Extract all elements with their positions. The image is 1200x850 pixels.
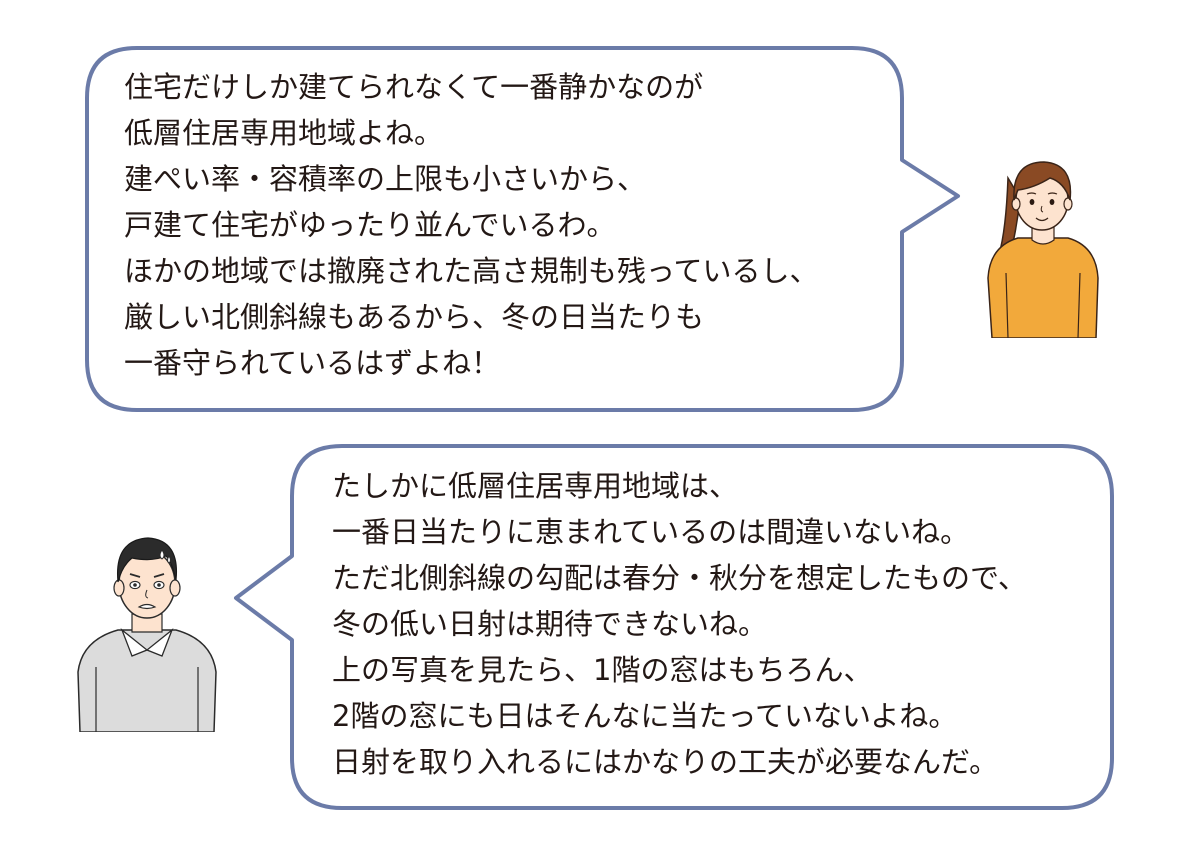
man-speech-line-5: 上の写真を見たら、1階の窓はもちろん、 [332, 653, 873, 687]
woman-speech-line-1: 住宅だけしか建てられなくて一番静かなのが [124, 70, 704, 104]
man-speech-line-4: 冬の低い日射は期待できないね。 [332, 607, 768, 641]
man-speech-line-7: 日射を取り入れるにはかなりの工夫が必要なんだ。 [332, 745, 999, 779]
woman-speech-line-2: 低層住居専用地域よね。 [124, 116, 444, 150]
woman-speech-text: 住宅だけしか建てられなくて一番静かなのが 低層住居専用地域よね。 建ぺい率・容積… [124, 64, 819, 386]
man-speech-bubble [234, 444, 1114, 810]
woman-speech-bubble [85, 46, 960, 412]
woman-speech-line-6: 厳しい北側斜線もあるから、冬の日当たりも [124, 300, 705, 334]
woman-speech-line-4: 戸建て住宅がゆったり並んでいるわ。 [124, 208, 616, 242]
woman-speech-line-3: 建ぺい率・容積率の上限も小さいから、 [124, 162, 647, 196]
man-avatar-icon [77, 537, 217, 732]
man-speech-line-1: たしかに低層住居専用地域は、 [332, 469, 739, 503]
man-speech-line-3: ただ北側斜線の勾配は春分・秋分を想定したもので、 [332, 561, 1027, 595]
man-speech-line-6: 2階の窓にも日はそんなに当たっていないよね。 [332, 699, 958, 733]
woman-speech-line-7: 一番守られているはずよね！ [124, 346, 501, 380]
woman-avatar-icon [987, 161, 1099, 338]
man-speech-line-2: 一番日当たりに恵まれているのは間違いないね。 [332, 515, 970, 549]
woman-speech-line-5: ほかの地域では撤廃された高さ規制も残っているし、 [124, 254, 819, 288]
man-speech-text: たしかに低層住居専用地域は、 一番日当たりに恵まれているのは間違いないね。 ただ… [332, 463, 1027, 785]
